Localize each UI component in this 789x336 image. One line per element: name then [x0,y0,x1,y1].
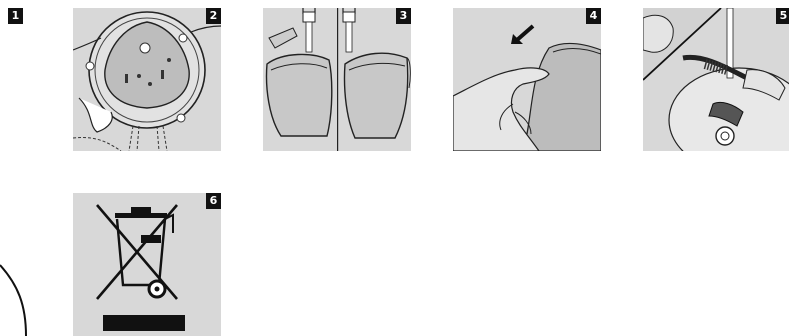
step-6-illustration: 6 [73,193,221,336]
crossed-out-bin-icon [73,193,221,336]
step-4-illustration: 4 [453,8,601,151]
step-5-illustration: 5 [643,8,789,151]
hand-pressing-button-drawing [453,8,601,151]
kettle-base-drawing [73,8,221,151]
step-6-badge: 6 [206,193,221,209]
cleaning-brush-drawing [643,8,789,151]
step-4-badge: 4 [586,8,601,24]
step-3-illustration: 3 [263,8,411,151]
step-2-illustration: 2 [73,8,221,151]
step-5-badge: 5 [776,8,789,24]
step-3-badge: 3 [396,8,411,24]
step-2-badge: 2 [206,8,221,24]
kettles-filling-drawing [263,8,411,151]
page-edge-arc [0,0,40,336]
